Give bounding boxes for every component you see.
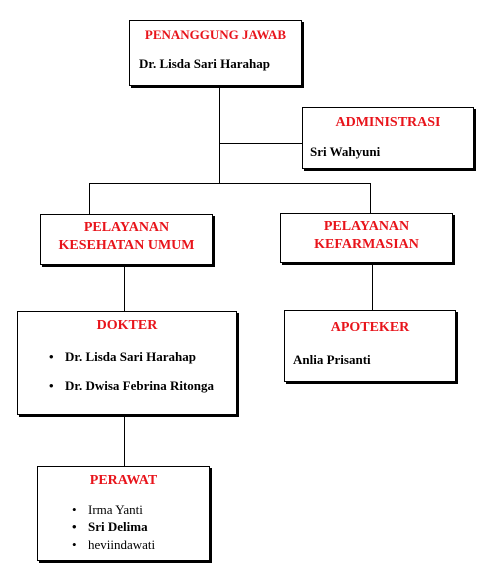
penanggung-jawab-title: PENANGGUNG JAWAB <box>144 27 287 42</box>
perawat-title: PERAWAT <box>89 473 158 488</box>
pelayanan-farmasi-title-line2: KEFARMASIAN <box>314 236 419 252</box>
dokter-list: Dr. Lisda Sari Harahap Dr. Dwisa Febrina… <box>47 349 236 394</box>
apoteker-title: APOTEKER <box>330 320 410 335</box>
apoteker-name: Anlia Prisanti <box>293 351 371 367</box>
box-administrasi: ADMINISTRASI Sri Wahyuni <box>302 107 474 169</box>
box-penanggung-jawab: PENANGGUNG JAWAB Dr. Lisda Sari Harahap <box>129 20 302 86</box>
connector-admin-horizontal <box>219 143 302 144</box>
box-perawat: PERAWAT Irma Yanti Sri Delima heviindawa… <box>37 466 210 561</box>
list-item: Dr. Lisda Sari Harahap <box>47 349 236 365</box>
connector-apoteker-vertical <box>372 263 373 310</box>
connector-top-vertical <box>219 85 220 183</box>
list-item: heviindawati <box>70 536 209 554</box>
box-dokter: DOKTER Dr. Lisda Sari Harahap Dr. Dwisa … <box>17 311 237 415</box>
dokter-title: DOKTER <box>96 318 158 333</box>
box-pelayanan-kesehatan-umum: PELAYANAN KESEHATAN UMUM <box>40 214 213 265</box>
administrasi-name: Sri Wahyuni <box>310 143 381 159</box>
administrasi-title: ADMINISTRASI <box>335 115 441 130</box>
pelayanan-umum-title-line1: PELAYANAN <box>83 220 170 235</box>
penanggung-jawab-name: Dr. Lisda Sari Harahap <box>139 56 270 72</box>
connector-umum-vertical <box>89 183 90 214</box>
perawat-list: Irma Yanti Sri Delima heviindawati <box>70 501 209 554</box>
connector-branch-horizontal <box>89 183 371 184</box>
pelayanan-farmasi-title: PELAYANAN KEFARMASIAN <box>281 218 452 253</box>
pelayanan-umum-title-line2: KESEHATAN UMUM <box>58 237 195 253</box>
list-item: Irma Yanti <box>70 501 209 519</box>
connector-farmasi-vertical <box>370 183 371 214</box>
box-pelayanan-kefarmasian: PELAYANAN KEFARMASIAN <box>280 213 453 263</box>
connector-perawat-vertical <box>124 415 125 466</box>
list-item: Sri Delima <box>70 518 209 536</box>
list-item: Dr. Dwisa Febrina Ritonga <box>47 378 215 394</box>
connector-dokter-vertical <box>124 265 125 311</box>
pelayanan-umum-title: PELAYANAN KESEHATAN UMUM <box>41 219 212 254</box>
pelayanan-farmasi-title-line1: PELAYANAN <box>323 219 410 234</box>
box-apoteker: APOTEKER Anlia Prisanti <box>284 310 456 382</box>
